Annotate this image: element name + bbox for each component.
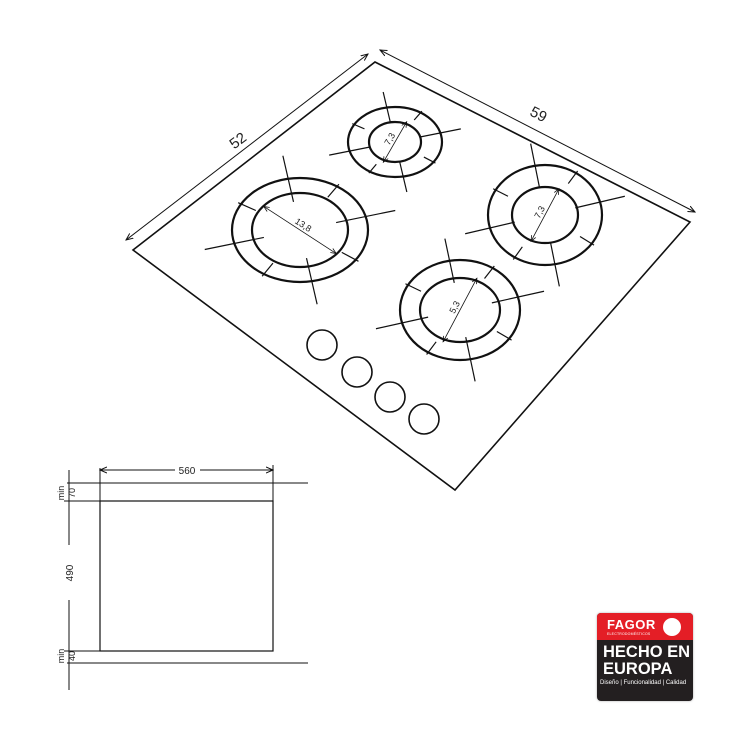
pan-support xyxy=(336,209,396,224)
pan-support xyxy=(341,251,359,262)
control-knob xyxy=(341,356,373,388)
cutout-width-label: 560 xyxy=(179,466,196,477)
pan-support xyxy=(413,110,423,121)
pan-support xyxy=(423,156,436,164)
depth-dimension-line xyxy=(126,54,368,240)
burner-diameter-line xyxy=(383,122,406,163)
pan-support xyxy=(419,128,461,138)
top-clearance-prefix: min xyxy=(56,486,66,501)
pan-support xyxy=(237,202,257,212)
depth-label: 52 xyxy=(226,129,250,153)
burner-diameter-line xyxy=(531,189,559,241)
pan-support xyxy=(465,336,476,382)
top-clearance-label: 70 xyxy=(67,488,77,498)
pan-support xyxy=(327,183,340,198)
pan-support xyxy=(444,238,455,284)
pan-support xyxy=(204,236,264,251)
pan-support xyxy=(282,155,295,202)
control-knob xyxy=(408,403,440,435)
pan-support xyxy=(496,330,512,341)
pan-support xyxy=(405,283,422,292)
burner-diameter-label: 7,3 xyxy=(382,131,397,147)
burner-diameter-line xyxy=(443,278,477,342)
burner-auxiliary: 7,3 xyxy=(329,91,461,193)
pan-support xyxy=(261,262,274,277)
width-label: 59 xyxy=(527,103,550,126)
brand-name: FAGOR xyxy=(607,617,656,632)
burner-inner-ring xyxy=(510,185,580,245)
brand-subtitle: ELECTRODOMÉSTICOS xyxy=(607,632,651,636)
width-dimension-line xyxy=(380,50,695,212)
badge-brand-bar: FAGOR ELECTRODOMÉSTICOS xyxy=(597,613,693,640)
fagor-logo-icon xyxy=(663,618,681,636)
cutout-rectangle xyxy=(99,500,274,652)
pan-support xyxy=(382,91,392,124)
pan-support xyxy=(512,246,523,260)
pan-support xyxy=(579,235,595,246)
pan-support xyxy=(352,123,365,130)
made-in-europe-badge: FAGOR ELECTRODOMÉSTICOS HECHO EN EUROPA … xyxy=(597,613,693,701)
pan-support xyxy=(567,170,579,184)
pan-support xyxy=(530,143,541,189)
control-knob xyxy=(374,381,406,413)
pan-support xyxy=(484,265,495,279)
burner-diameter-label: 5,3 xyxy=(447,299,462,315)
pan-support xyxy=(398,160,408,193)
pan-support xyxy=(492,188,509,197)
burner-diameter-label: 13,8 xyxy=(293,216,313,234)
control-knob xyxy=(306,329,338,361)
badge-headline-line2: EUROPA xyxy=(603,660,673,678)
burner-outer-ring xyxy=(486,163,604,267)
pan-support xyxy=(368,163,377,174)
burner-outer-ring xyxy=(398,258,522,362)
pan-support xyxy=(465,221,515,235)
burner-semi-rapid-right: 7,3 xyxy=(465,143,625,287)
cutout-depth-label: 490 xyxy=(65,564,76,581)
pan-support xyxy=(549,241,560,287)
pan-support xyxy=(305,258,318,305)
pan-support xyxy=(491,290,545,304)
pan-support xyxy=(575,195,625,209)
badge-headline-line1: HECHO EN xyxy=(603,643,691,661)
burner-outer-ring xyxy=(230,176,370,284)
burner-triple-crown: 13,8 xyxy=(204,155,396,305)
pan-support xyxy=(426,341,437,355)
bottom-clearance-label: 40 xyxy=(67,651,77,661)
bottom-clearance-prefix: min xyxy=(56,649,66,664)
burner-outer-ring xyxy=(346,105,444,179)
pan-support xyxy=(329,146,371,156)
badge-tagline: Diseño | Funcionalidad | Calidad xyxy=(600,680,687,686)
burner-diameter-label: 7,3 xyxy=(532,204,547,220)
burner-diameter-line xyxy=(264,206,336,253)
pan-support xyxy=(375,316,429,330)
burner-inner-ring xyxy=(250,191,350,269)
